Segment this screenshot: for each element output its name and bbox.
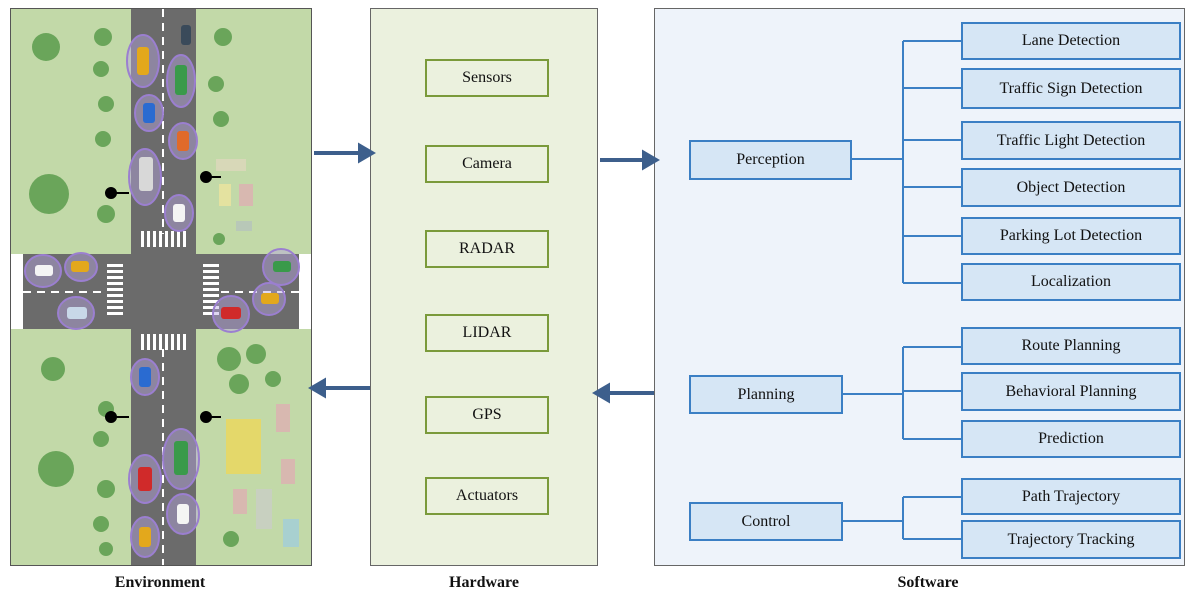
trees [29,28,281,556]
arrow-hw-to-env [308,377,326,399]
hardware-item-actuators: Actuators [425,477,549,515]
caption-software: Software [897,574,959,591]
crosswalk-bottom [141,334,186,350]
traffic-light-detection-box: Traffic Light Detection [961,121,1181,160]
route-planning-box: Route Planning [961,327,1181,365]
object-detection-box: Object Detection [961,168,1181,207]
hardware-panel: Sensors Camera RADAR LIDAR GPS Actuators [370,8,598,566]
trajectory-tracking-box: Trajectory Tracking [961,520,1181,559]
traffic-sign-detection-box: Traffic Sign Detection [961,68,1181,109]
localization-box: Localization [961,263,1181,301]
hardware-item-sensors: Sensors [425,59,549,97]
cars [35,25,291,547]
path-trajectory-box: Path Trajectory [961,478,1181,515]
crosswalk-right [203,264,219,315]
lane-detection-box: Lane Detection [961,22,1181,60]
hardware-item-radar: RADAR [425,230,549,268]
behavioral-planning-box: Behavioral Planning [961,372,1181,411]
hardware-item-lidar: LIDAR [425,314,549,352]
software-panel: Perception Planning Control Lane Detecti… [654,8,1185,566]
software-connector-lines [843,40,961,540]
environment-panel [10,8,312,566]
caption-hardware: Hardware [449,574,519,591]
traffic-lights [105,171,221,423]
grass-top-right [196,9,311,254]
road-map-illustration [11,9,311,565]
planning-box: Planning [689,375,843,414]
hardware-item-gps: GPS [425,396,549,434]
perception-box: Perception [689,140,852,180]
crosswalk-top [141,231,186,247]
buildings [216,159,299,547]
hardware-item-camera: Camera [425,145,549,183]
prediction-box: Prediction [961,420,1181,458]
crosswalk-left [107,264,123,315]
caption-environment: Environment [114,574,206,591]
grass-bottom-left [11,329,131,565]
control-box: Control [689,502,843,541]
parking-lot-detection-box: Parking Lot Detection [961,217,1181,255]
